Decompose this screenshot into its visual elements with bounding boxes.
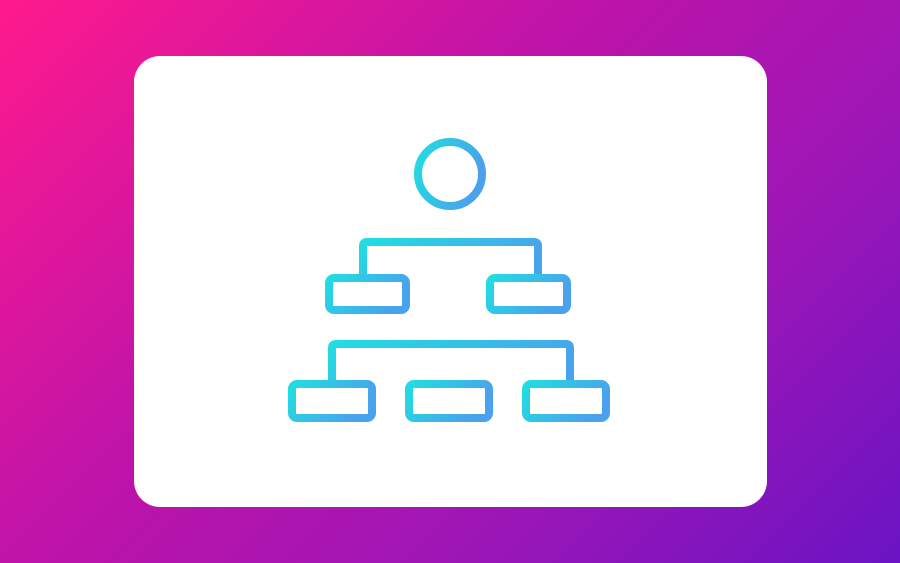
root-node-circle xyxy=(414,138,486,210)
content-card xyxy=(134,56,767,507)
leaf-node-right xyxy=(522,380,610,422)
org-chart-svg xyxy=(288,138,610,422)
leaf-node-center xyxy=(405,380,493,422)
mid-node-right xyxy=(486,274,571,314)
upper-branch-connector xyxy=(359,238,542,281)
mid-node-left xyxy=(325,274,410,314)
leaf-node-left xyxy=(288,380,376,422)
org-chart-icon xyxy=(134,56,767,507)
